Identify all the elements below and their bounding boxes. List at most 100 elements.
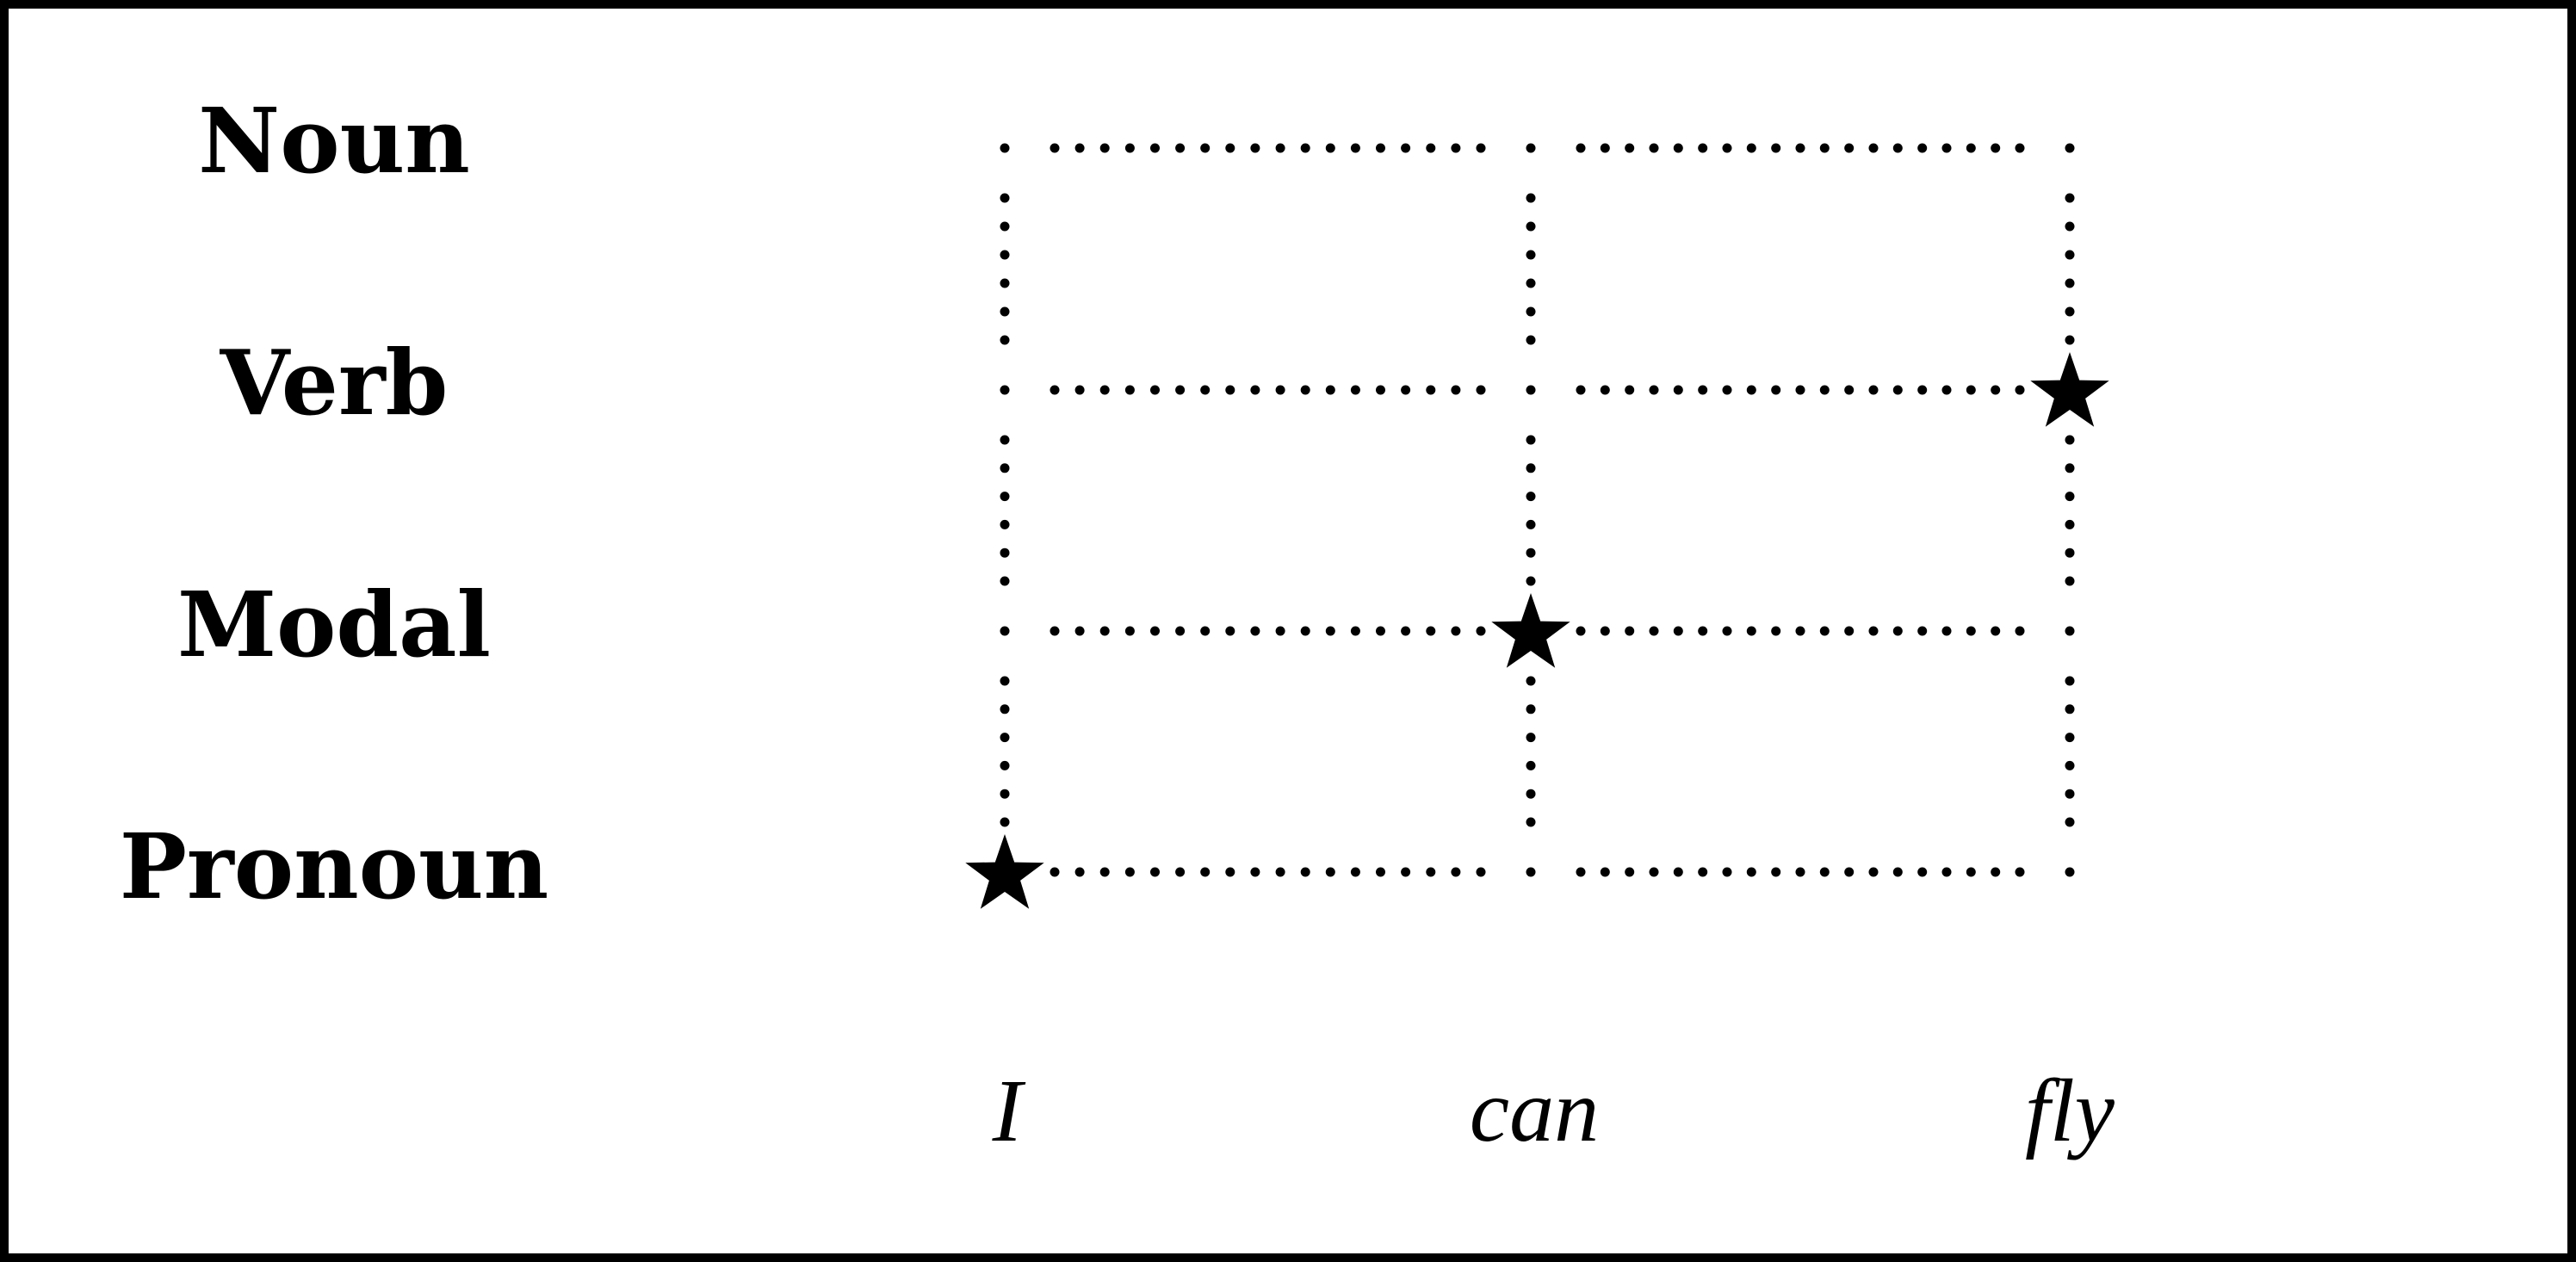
edge-dot <box>1175 867 1186 877</box>
edge-i-noun-to-verb <box>1000 193 1010 345</box>
edge-dot <box>1451 626 1461 636</box>
edge-dot <box>1275 867 1285 877</box>
edge-dot <box>1099 143 1110 153</box>
edge-can-noun-to-verb <box>1526 193 1536 345</box>
edge-dot <box>1526 193 1536 203</box>
word-label-i: I <box>992 1061 1026 1160</box>
edge-dot <box>1819 626 1830 636</box>
edge-dot <box>1000 278 1010 288</box>
edge-dot <box>1892 626 1903 636</box>
edge-dot <box>1300 385 1310 395</box>
edge-dot <box>2065 676 2075 686</box>
edge-dot <box>1844 626 1855 636</box>
edge-dot <box>1000 193 1010 203</box>
edge-dot <box>1150 867 1160 877</box>
star-icon-node-can-modal <box>1491 593 1570 668</box>
edge-dot <box>1771 143 1781 153</box>
edge-dot <box>1941 143 1952 153</box>
edge-dot <box>1000 817 1010 827</box>
edge-dot <box>1350 867 1360 877</box>
edge-dot <box>1991 143 2001 153</box>
edge-noun-i-to-can <box>1050 143 1486 153</box>
edge-dot <box>1000 704 1010 715</box>
edge-dot <box>1350 385 1360 395</box>
edge-dot <box>1795 143 1805 153</box>
edge-pronoun-can-to-fly <box>1576 867 2025 877</box>
edge-fly-noun-to-verb <box>2065 193 2075 345</box>
edge-modal-can-to-fly <box>1576 626 2025 636</box>
edge-dot <box>1526 250 1536 260</box>
tag-label-verb: Verb <box>220 330 449 436</box>
edge-dot <box>1325 867 1335 877</box>
edge-dot <box>1673 143 1683 153</box>
edge-dot <box>2065 250 2075 260</box>
edge-dot <box>1771 867 1781 877</box>
edge-dot <box>1099 867 1110 877</box>
edge-dot <box>1099 385 1110 395</box>
edge-dot <box>1819 143 1830 153</box>
edge-dot <box>1225 626 1235 636</box>
edge-dot <box>1401 626 1411 636</box>
edge-dot <box>1200 143 1211 153</box>
edge-dot <box>2065 760 2075 770</box>
edge-dot <box>1917 143 1928 153</box>
edge-dot <box>1795 626 1805 636</box>
edge-dot <box>1868 626 1879 636</box>
edge-dot <box>1074 385 1085 395</box>
edge-dot <box>2065 519 2075 529</box>
edge-dot <box>1050 867 1060 877</box>
edge-dot <box>1673 867 1683 877</box>
edge-dot <box>1673 385 1683 395</box>
edge-dot <box>1526 576 1536 586</box>
edge-dot <box>1966 385 1976 395</box>
edge-i-verb-to-modal <box>1000 435 1010 586</box>
edge-dot <box>1376 143 1385 153</box>
edge-fly-modal-to-pronoun <box>2065 676 2075 827</box>
edge-dot <box>1350 626 1360 636</box>
edge-dot <box>1868 143 1879 153</box>
edge-dot <box>1991 626 2001 636</box>
edge-dot <box>2065 547 2075 558</box>
edge-dot <box>1526 221 1536 232</box>
edge-dot <box>1300 143 1310 153</box>
edge-dot <box>1250 385 1260 395</box>
edge-can-modal-to-pronoun <box>1526 676 1536 827</box>
edge-dot <box>1000 306 1010 317</box>
edge-dot <box>1426 385 1436 395</box>
edge-dot <box>1698 867 1708 877</box>
edge-dot <box>1576 385 1586 395</box>
edge-dot <box>2065 576 2075 586</box>
edge-noun-can-to-fly <box>1576 143 2025 153</box>
edge-dot <box>1868 867 1879 877</box>
edge-dot <box>1526 704 1536 715</box>
edge-dot <box>1300 626 1310 636</box>
edge-fly-verb-to-modal <box>2065 435 2075 586</box>
edge-dot <box>1526 547 1536 558</box>
edge-dot <box>1074 626 1085 636</box>
edge-dot <box>1819 385 1830 395</box>
edge-dot <box>1000 676 1010 686</box>
edge-dot <box>1275 385 1285 395</box>
word-label-fly: fly <box>2025 1061 2115 1160</box>
edge-dot <box>1526 676 1536 686</box>
edge-dot <box>1966 626 1976 636</box>
edge-dot <box>1325 143 1335 153</box>
edge-dot <box>1844 867 1855 877</box>
edge-dot <box>1941 867 1952 877</box>
edge-dot <box>1451 385 1461 395</box>
edge-dot <box>1200 626 1211 636</box>
edge-dot <box>1401 143 1411 153</box>
edge-dot <box>2065 278 2075 288</box>
edge-dot <box>1795 385 1805 395</box>
edge-dot <box>1966 143 1976 153</box>
edge-dot <box>1722 867 1732 877</box>
edge-dot <box>1376 385 1385 395</box>
edge-dot <box>1401 867 1411 877</box>
edge-dot <box>1150 143 1160 153</box>
edge-dot <box>1649 143 1659 153</box>
edge-dot <box>1275 143 1285 153</box>
edge-dot <box>1625 626 1635 636</box>
edge-can-verb-to-modal <box>1526 435 1536 586</box>
edge-dot <box>1600 143 1610 153</box>
edge-dot <box>1325 626 1335 636</box>
